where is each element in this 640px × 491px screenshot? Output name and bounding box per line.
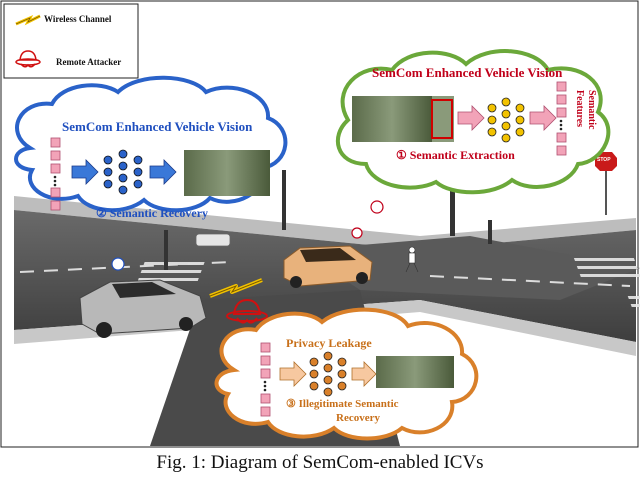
arrow-right-icon — [457, 105, 485, 131]
remote-attacker-icon — [226, 298, 268, 324]
stop-sign-text: STOP — [597, 157, 611, 163]
cloud-semantic-recovery — [14, 75, 288, 213]
arrow-right-icon — [279, 361, 307, 387]
top-right-title: SemCom Enhanced Vehicle Vision — [372, 65, 563, 80]
bottom-step-line2: Recovery — [336, 412, 380, 424]
top-left-step: ② Semantic Recovery — [96, 206, 209, 220]
bubble-dot — [111, 257, 125, 271]
arrow-right-icon — [71, 159, 99, 185]
bubble-dot — [351, 227, 363, 239]
feature-vector — [50, 137, 61, 211]
legend-wireless-label: Wireless Channel — [44, 14, 112, 24]
orange-car-icon — [283, 245, 373, 288]
bubble-dot — [370, 200, 384, 214]
top-right-side-label-2: Features — [574, 90, 585, 128]
legend-attacker-label: Remote Attacker — [56, 57, 122, 67]
feature-vector — [260, 342, 271, 417]
arrow-right-icon — [351, 361, 377, 387]
cloud-privacy-leakage — [214, 307, 479, 441]
arrow-right-icon — [149, 159, 177, 185]
gray-car-icon — [79, 279, 207, 338]
stop-sign-icon — [595, 152, 617, 171]
pedestrian-bbox — [431, 99, 453, 139]
figure-caption: Fig. 1: Diagram of SemCom-enabled ICVs — [156, 452, 484, 473]
top-right-step: ① Semantic Extraction — [396, 148, 515, 162]
legend — [3, 3, 139, 79]
top-right-side-label-1: Semantic — [586, 90, 597, 130]
top-left-title: SemCom Enhanced Vehicle Vision — [62, 119, 253, 134]
leaked-image — [376, 356, 454, 388]
neural-network-icon — [487, 97, 525, 143]
wireless-channel-icon — [209, 278, 263, 298]
neural-network-icon — [309, 351, 347, 397]
bottom-title: Privacy Leakage — [286, 336, 372, 350]
camera-image — [352, 96, 432, 142]
recovered-image — [184, 150, 270, 196]
pedestrian-icon — [405, 246, 419, 273]
neural-network-icon — [103, 149, 143, 195]
arrow-right-icon — [529, 105, 557, 131]
cloud-semantic-extraction — [335, 49, 611, 195]
feature-vector — [556, 81, 567, 156]
bottom-step-line1: ③ Illegitimate Semantic — [286, 398, 399, 410]
